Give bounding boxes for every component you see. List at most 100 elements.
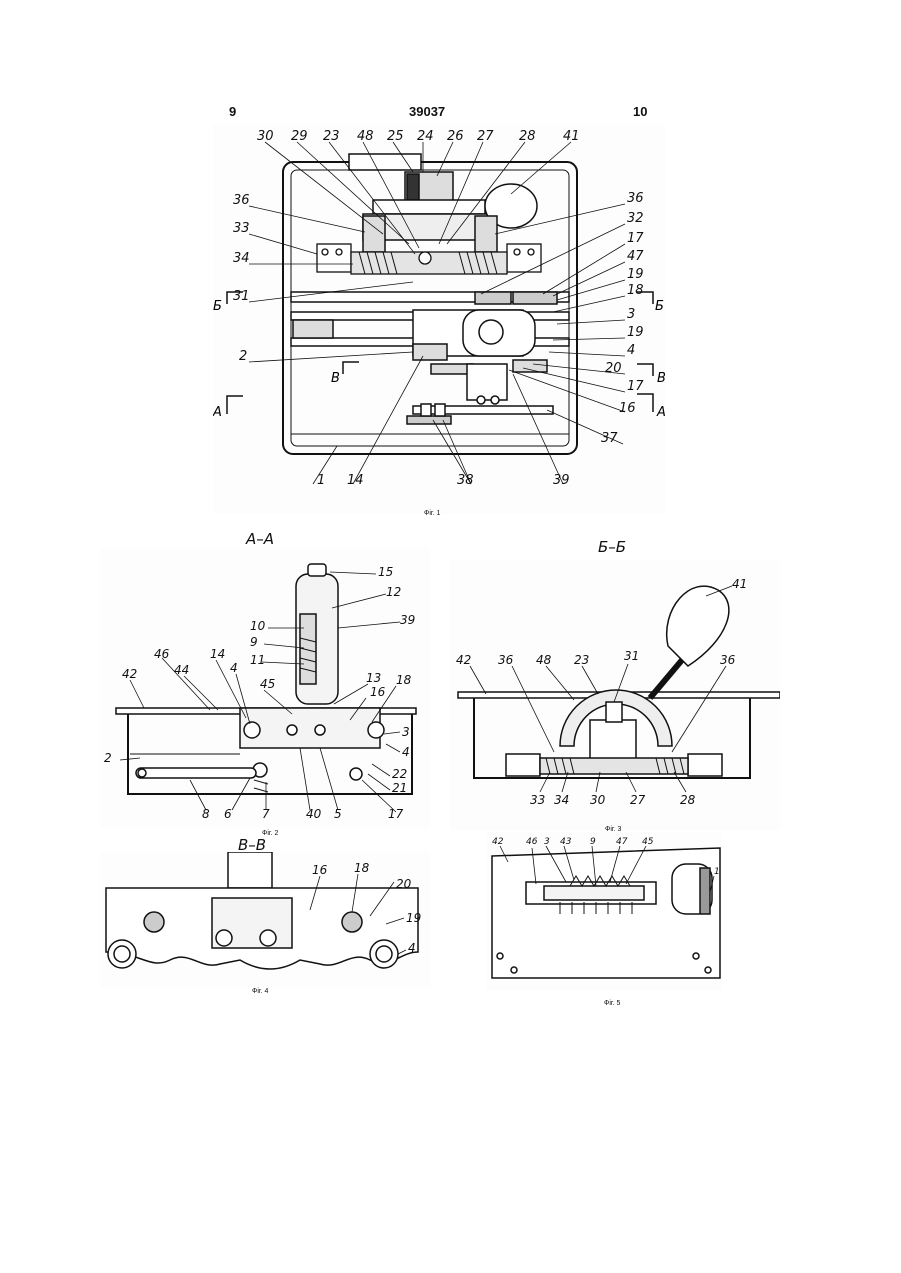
fig2-label: 3 <box>402 725 410 739</box>
fig1-label-left: 2 <box>239 349 247 364</box>
fig5-label: 3 <box>544 837 550 847</box>
fig2-label: 7 <box>262 807 270 821</box>
fig1-label-right: 36 <box>627 191 644 206</box>
figure-1: Б Б В В А А 30 29 23 48 25 24 26 27 28 4… <box>213 124 665 514</box>
figure-3: 41 42 36 48 23 31 36 33 34 30 27 28 <box>450 560 780 830</box>
fig5-label: 9 <box>590 837 596 847</box>
figure-1-caption: Фіг. 1 <box>424 510 440 517</box>
fig3-label: 30 <box>590 793 606 807</box>
figure-1-drawing: Б Б В В А А 30 29 23 48 25 24 26 27 28 4… <box>213 124 665 514</box>
fig3-label: 36 <box>498 653 514 667</box>
fig4-label: 19 <box>406 911 421 925</box>
fig4-label: 4 <box>408 941 416 955</box>
fig1-label-top: 28 <box>519 129 536 144</box>
figure-5: 42 46 3 43 9 47 45 1 <box>486 832 722 990</box>
fig3-label: 27 <box>630 793 646 807</box>
fig2-label: 12 <box>386 585 401 599</box>
figure-2: 15 12 39 10 9 11 13 16 18 46 42 44 14 4 … <box>100 548 430 828</box>
fig2-label: 6 <box>224 807 232 821</box>
figure-4-drawing: 16 18 20 19 4 <box>100 852 430 987</box>
fig2-label: 16 <box>370 685 386 699</box>
fig3-label: 42 <box>456 653 471 667</box>
fig1-label-right: 16 <box>619 401 636 416</box>
fig2-label: 46 <box>154 647 170 661</box>
fig1-label-right: 4 <box>627 343 635 358</box>
fig1-label-bottom: 39 <box>553 473 570 488</box>
patent-number: 39037 <box>409 104 445 119</box>
fig1-label-right: 3 <box>627 307 635 322</box>
fig1-label-top: 25 <box>387 129 404 144</box>
fig5-label: 47 <box>616 837 628 847</box>
fig2-label: 21 <box>392 781 407 795</box>
fig2-label: 9 <box>250 635 258 649</box>
fig2-label: 17 <box>388 807 404 821</box>
fig2-label: 5 <box>334 807 342 821</box>
fig5-label: 46 <box>526 837 538 847</box>
fig5-label: 45 <box>642 837 654 847</box>
fig1-label-right: 47 <box>627 249 644 264</box>
fig1-label-bottom: 14 <box>347 473 364 488</box>
fig1-label-top: 23 <box>323 129 340 144</box>
fig2-label: 40 <box>306 807 322 821</box>
fig1-label-right: 19 <box>627 267 644 282</box>
section-mark-a-left: А <box>213 405 222 420</box>
fig1-label-left: 31 <box>233 289 250 304</box>
fig3-label: 36 <box>720 653 736 667</box>
figure-5-drawing: 42 46 3 43 9 47 45 1 <box>486 832 722 990</box>
section-a-title: А–А <box>246 530 274 548</box>
fig1-label-top: 41 <box>563 129 580 144</box>
fig2-label: 22 <box>392 767 407 781</box>
figure-2-drawing: 15 12 39 10 9 11 13 16 18 46 42 44 14 4 … <box>100 548 430 828</box>
fig1-label-top: 27 <box>477 129 494 144</box>
figure-4-caption: Фіг. 4 <box>252 988 268 995</box>
fig2-label: 4 <box>402 745 410 759</box>
fig1-label-right: 20 <box>605 361 622 376</box>
fig3-label: 23 <box>574 653 589 667</box>
section-mark-v-right: В <box>657 371 665 386</box>
fig2-label: 42 <box>122 667 137 681</box>
fig2-label: 8 <box>202 807 210 821</box>
figure-3-drawing: 41 42 36 48 23 31 36 33 34 30 27 28 <box>450 560 780 830</box>
fig3-label: 34 <box>554 793 569 807</box>
fig2-label: 13 <box>366 671 381 685</box>
fig1-label-top: 26 <box>447 129 464 144</box>
fig1-label-bottom: 38 <box>457 473 474 488</box>
fig1-label-top: 29 <box>291 129 308 144</box>
page-number-left: 9 <box>229 104 236 119</box>
fig3-label: 31 <box>624 649 639 663</box>
fig1-label-top: 24 <box>417 129 434 144</box>
fig2-label: 39 <box>400 613 415 627</box>
fig1-label-top: 48 <box>357 129 374 144</box>
fig1-label-right: 17 <box>627 379 644 394</box>
section-mark-b-left: Б <box>213 299 222 314</box>
fig5-label: 42 <box>492 837 504 847</box>
fig5-label: 1 <box>714 867 720 877</box>
fig3-label: 48 <box>536 653 552 667</box>
fig2-label: 11 <box>250 653 265 667</box>
fig2-label: 14 <box>210 647 225 661</box>
fig3-label: 28 <box>680 793 696 807</box>
fig1-label-left: 34 <box>233 251 250 266</box>
fig1-label-left: 36 <box>233 193 250 208</box>
page-number-right: 10 <box>633 104 647 119</box>
section-b-title: Б–Б <box>598 538 626 556</box>
figure-5-caption: Фіг. 5 <box>604 1000 620 1007</box>
fig2-label: 4 <box>230 661 238 675</box>
fig2-label: 44 <box>174 663 189 677</box>
fig3-label: 41 <box>732 577 747 591</box>
section-mark-a-right: А <box>656 405 665 420</box>
fig1-label-right: 32 <box>627 211 644 226</box>
fig1-label-left: 33 <box>233 221 250 236</box>
fig4-label: 20 <box>396 877 412 891</box>
fig4-label: 18 <box>354 861 370 875</box>
section-mark-v-left: В <box>331 371 340 386</box>
fig2-label: 10 <box>250 619 266 633</box>
fig1-label-right: 37 <box>601 431 618 446</box>
figure-4: 16 18 20 19 4 <box>100 852 430 987</box>
fig1-label-right: 18 <box>627 283 644 298</box>
fig3-label: 33 <box>530 793 545 807</box>
fig1-label-right: 17 <box>627 231 644 246</box>
section-mark-b-right: Б <box>655 299 664 314</box>
fig1-label-top: 30 <box>257 129 274 144</box>
fig4-label: 16 <box>312 863 328 877</box>
